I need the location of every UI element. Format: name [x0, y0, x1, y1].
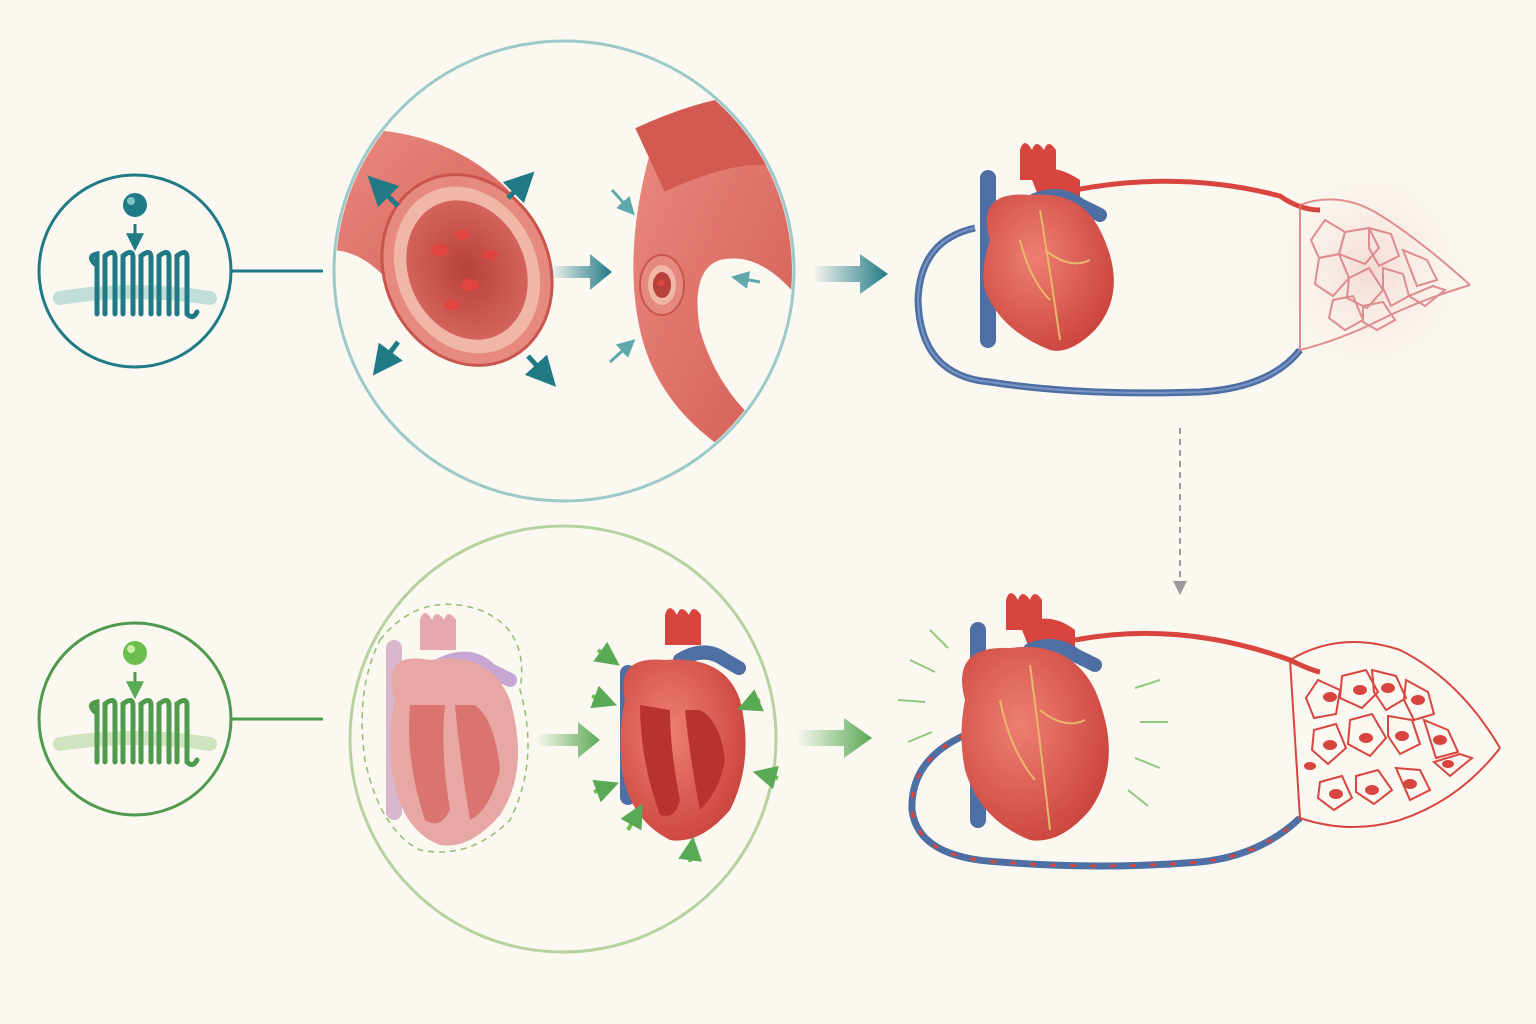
constriction-arrows: [608, 188, 761, 364]
top-receptor-panel: [37, 173, 233, 369]
top-circulation: [914, 140, 1490, 400]
bottom-result-arrow: [796, 718, 872, 758]
bottom-zoom-transition-arrow: [536, 722, 600, 758]
bottom-heart-icon: [961, 593, 1109, 841]
dilated-vessel: [336, 129, 554, 367]
top-zoom-transition-arrow: [548, 254, 612, 290]
bottom-circulation: [897, 593, 1501, 870]
contracted-heart: [620, 608, 746, 841]
bottom-receptor-panel: [37, 621, 233, 817]
bottom-artery: [1074, 630, 1321, 675]
ligand-sphere-icon: [123, 193, 147, 217]
gpcr-receptor-icon: [89, 698, 200, 768]
gpcr-receptor-icon: [89, 250, 200, 320]
top-heart-icon: [980, 143, 1114, 351]
bottom-blood-cells: [1304, 683, 1454, 799]
top-capillary-network: [1299, 198, 1471, 351]
heart-beat-lines: [897, 629, 1168, 807]
dilation-arrows: [367, 171, 557, 387]
top-artery: [1074, 178, 1321, 213]
contraction-arrows: [590, 641, 779, 863]
top-result-arrow: [812, 254, 888, 294]
ligand-sphere-icon: [123, 641, 147, 665]
bottom-zoom-panel: [348, 524, 779, 954]
bottom-capillary-network: [1289, 641, 1501, 829]
top-zoom-panel: [332, 39, 796, 503]
bottom-vein-loop: [908, 731, 1303, 870]
relaxed-heart: [361, 603, 529, 853]
